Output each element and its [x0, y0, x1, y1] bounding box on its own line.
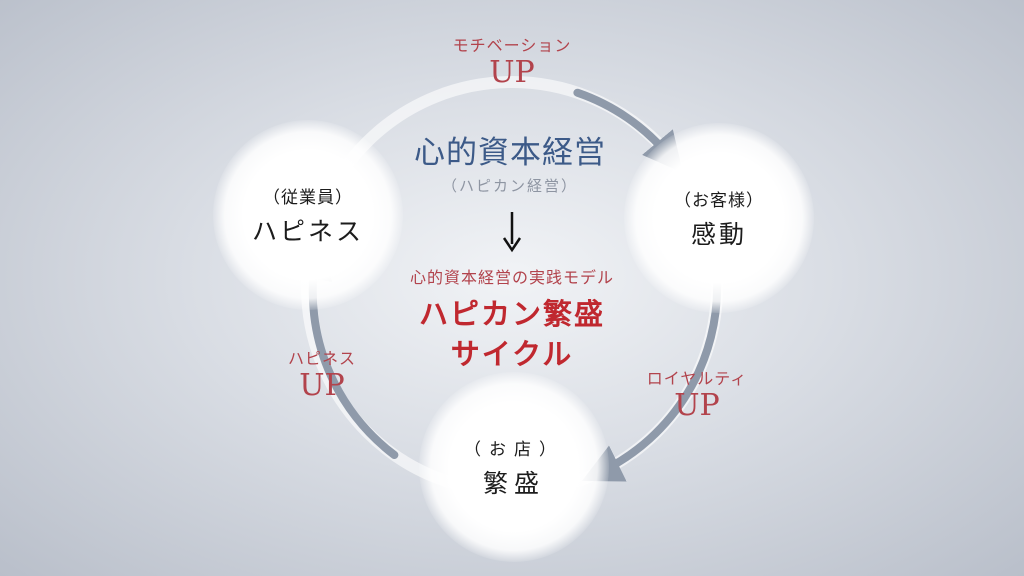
center-title: 心的資本経営: [414, 135, 606, 171]
cycle-name-line1: ハピカン繁盛: [418, 297, 605, 331]
node-customer-impression: （お客様） 感動: [624, 123, 814, 313]
node-employee-main: ハピネス: [251, 216, 364, 246]
label-happiness-up: ハピネス UP: [252, 345, 392, 403]
label-motivation-text: モチベーション: [452, 36, 572, 55]
label-happiness-text: ハピネス: [287, 349, 356, 368]
label-happiness-value: UP: [299, 368, 345, 403]
node-employee-happiness: （従業員） ハピネス: [213, 120, 403, 310]
cycle-name: ハピカン繁盛 サイクル: [340, 294, 684, 374]
node-employee-sub: （従業員）: [263, 187, 353, 208]
label-loyalty-up: ロイヤルティ UP: [612, 365, 782, 423]
label-loyalty-text: ロイヤルティ: [646, 369, 748, 388]
node-customer-sub: （お客様）: [674, 190, 764, 211]
label-motivation-value: UP: [489, 55, 535, 90]
node-store-sub: （お店）: [464, 439, 564, 460]
center-subtitle: （ハピカン経営）: [441, 177, 578, 195]
node-store-prosperity: （お店） 繁盛: [419, 372, 609, 562]
cycle-name-line2: サイクル: [450, 337, 574, 371]
down-arrow-icon: [502, 212, 522, 253]
label-motivation-up: モチベーション UP: [412, 32, 612, 90]
node-customer-main: 感動: [690, 219, 747, 249]
model-caption: 心的資本経営の実践モデル: [409, 268, 614, 287]
node-store-main: 繁盛: [482, 468, 545, 498]
label-loyalty-value: UP: [674, 388, 720, 423]
